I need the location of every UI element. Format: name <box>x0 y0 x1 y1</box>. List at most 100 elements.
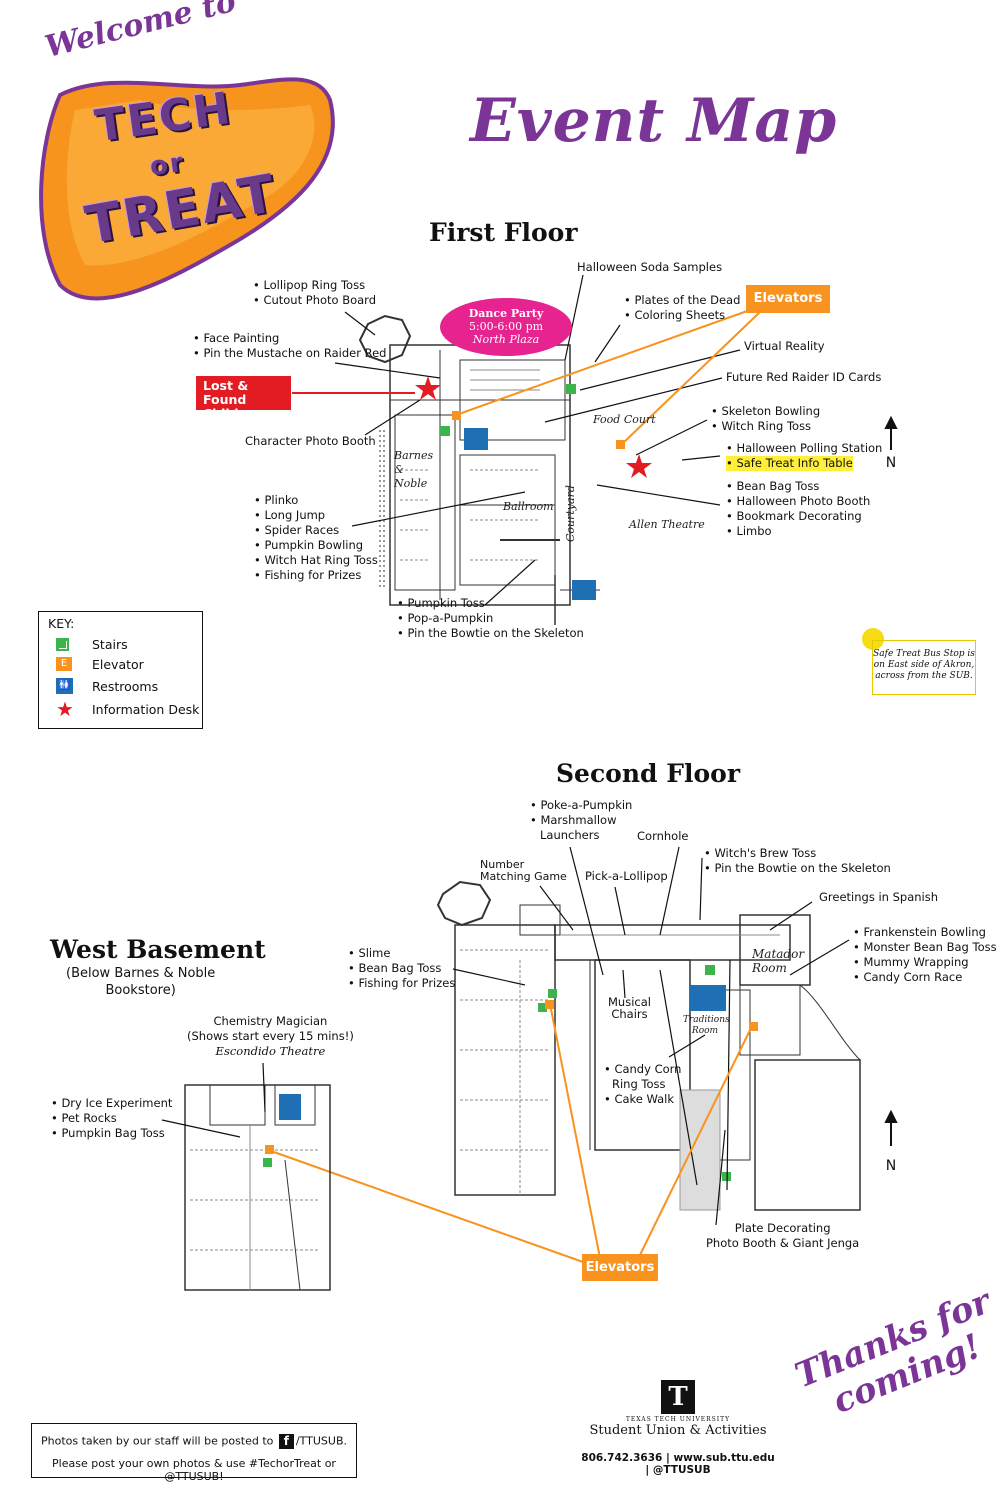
ttu-sua-logo: T TEXAS TECH UNIVERSITY Student Union & … <box>578 1380 778 1476</box>
key-row-elevator: E Elevator <box>56 654 144 674</box>
label-item: • Candy Corn Race <box>853 970 963 984</box>
footer-line1: Photos taken by our staff will be posted… <box>32 1434 356 1449</box>
label-item: • Lollipop Ring Toss <box>253 278 366 292</box>
ttu-sua-name: Student Union & Activities <box>589 1423 767 1438</box>
label-number-group: Number Matching Game <box>480 859 567 883</box>
label-face-group: • Face Painting • Pin the Mustache on Ra… <box>193 331 386 361</box>
label-item: • Pumpkin Bowling <box>254 538 364 552</box>
label-item: Escondido Theatre <box>215 1044 326 1058</box>
key-label: Information Desk <box>92 701 200 717</box>
footer-photos-post: /TTUSUB. <box>295 1434 347 1448</box>
label-item: • Bean Bag Toss <box>726 479 820 493</box>
bus-stop-dot-icon <box>862 628 884 650</box>
first-floor-elevator-lines <box>455 309 761 445</box>
label-item: • Cutout Photo Board <box>253 293 377 307</box>
bus-stop-note: Safe Treat Bus Stop is on East side of A… <box>872 640 976 695</box>
room-allen-theatre: Allen Theatre <box>629 518 705 531</box>
restroom-icon: 🚻 <box>56 678 73 694</box>
key-row-restrooms: 🚻 Restrooms <box>56 676 158 696</box>
stairs-icon <box>538 1003 547 1012</box>
label-item: • Witch Hat Ring Toss <box>254 553 378 567</box>
label-item: • Skeleton Bowling <box>711 404 821 418</box>
second-floor-leader-lines <box>452 846 850 1226</box>
label-soda-samples: Halloween Soda Samples <box>577 260 723 274</box>
elevator-icon <box>616 440 625 449</box>
label-greetings: Greetings in Spanish <box>819 890 939 904</box>
label-item: Chemistry Magician <box>213 1014 328 1028</box>
label-item: Plate Decorating <box>734 1221 831 1235</box>
stairs-icon <box>56 637 69 651</box>
dance-party-title: Dance Party <box>468 307 544 320</box>
label-item: • Bookmark Decorating <box>726 509 862 523</box>
label-virtual-reality: Virtual Reality <box>744 339 825 353</box>
label-item: Musical <box>608 995 651 1009</box>
label-item: Matching Game <box>480 870 567 883</box>
label-item: • Pet Rocks <box>51 1111 117 1125</box>
label-item: • Slime <box>348 946 391 960</box>
room-barnes-noble: Barnes & Noble <box>394 449 434 490</box>
info-desk-star-icon <box>415 376 441 400</box>
label-item: • Candy Corn <box>604 1062 682 1076</box>
label-item: • Coloring Sheets <box>624 308 726 322</box>
label-skeleton-group: • Skeleton Bowling • Witch Ring Toss <box>711 404 820 434</box>
key-label: Stairs <box>92 636 128 652</box>
label-item: • Fishing for Prizes <box>348 976 456 990</box>
label-item: • Pop-a-Pumpkin <box>397 611 494 625</box>
west-basement-plan <box>184 1084 331 1291</box>
dance-party-badge: Dance Party 5:00-6:00 pm North Plaza <box>440 298 572 356</box>
label-lollipop-group: • Lollipop Ring Toss • Cutout Photo Boar… <box>253 278 376 308</box>
north-label: N <box>885 1158 897 1174</box>
room-courtyard: Courtyard <box>564 485 577 542</box>
label-safe-treat: • Safe Treat Info Table <box>726 456 853 471</box>
north-arrow-icon <box>884 1109 898 1146</box>
restroom-icon <box>279 1094 301 1120</box>
label-item: • Pumpkin Toss <box>397 596 485 610</box>
label-cornhole: Cornhole <box>637 829 689 843</box>
room-matador: Matador Room <box>752 947 805 975</box>
label-item: • Halloween Polling Station <box>726 441 883 455</box>
west-basement-subtitle: (Below Barnes & Noble Bookstore) <box>66 965 215 999</box>
elevator-icon <box>265 1145 274 1154</box>
label-item: • Frankenstein Bowling <box>853 925 986 939</box>
label-pumpkin-toss-group: • Pumpkin Toss • Pop-a-Pumpkin • Pin the… <box>397 596 584 641</box>
label-musical-group: Musical Chairs <box>608 996 651 1020</box>
elevators-label-first-floor: Elevators <box>746 285 830 313</box>
stairs-icon <box>705 965 715 975</box>
label-bean-bag-group: • Bean Bag Toss • Halloween Photo Booth … <box>726 479 870 539</box>
stairs-icon <box>722 1172 731 1181</box>
label-item: • Long Jump <box>254 508 326 522</box>
label-item: Number <box>480 858 525 871</box>
label-item: (Below Barnes & Noble <box>66 966 216 981</box>
second-floor-title: Second Floor <box>556 759 740 788</box>
north-label: N <box>885 455 897 471</box>
label-future-id: Future Red Raider ID Cards <box>726 370 882 384</box>
restroom-icon <box>464 428 488 450</box>
double-t-icon: T <box>661 1380 695 1414</box>
second-floor-plan <box>436 880 861 1211</box>
label-item: (Shows start every 15 mins!) <box>187 1029 354 1043</box>
label-item: • Dry Ice Experiment <box>51 1096 173 1110</box>
label-dry-ice-group: • Dry Ice Experiment • Pet Rocks • Pumpk… <box>51 1096 172 1141</box>
second-floor-elevator-lines <box>270 1003 753 1263</box>
room-traditions: Traditions Room <box>683 1015 730 1036</box>
label-plate-group: Plate Decorating Photo Booth & Giant Jen… <box>706 1221 859 1251</box>
label-candy-corn-group: • Candy Corn Ring Toss • Cake Walk <box>604 1062 681 1107</box>
facebook-icon[interactable]: f <box>278 1434 294 1449</box>
stairs-icon <box>566 384 576 394</box>
elevator-icon <box>749 1022 758 1031</box>
label-item: • Monster Bean Bag Toss <box>853 940 997 954</box>
first-floor-title: First Floor <box>429 218 578 247</box>
basement-leader-lines <box>161 1062 266 1138</box>
page-title: Event Map <box>470 86 838 156</box>
stairs-icon <box>548 989 557 998</box>
label-item: Ring Toss <box>612 1077 666 1091</box>
footer-photos-pre: Photos taken by our staff will be posted… <box>41 1434 274 1448</box>
label-chemistry-group: Chemistry Magician (Shows start every 15… <box>187 1014 354 1059</box>
label-polling-group: • Halloween Polling Station • Safe Treat… <box>726 441 882 471</box>
dance-party-place: North Plaza <box>472 333 540 346</box>
lost-found-label: Lost & Found Children <box>196 376 291 421</box>
label-item: • Face Painting <box>193 331 280 345</box>
map-key: KEY: Stairs E Elevator 🚻 Restrooms ★ Inf… <box>38 611 203 729</box>
lost-found-line1: Lost & Found <box>203 378 249 407</box>
label-item: Bookstore) <box>105 983 176 998</box>
